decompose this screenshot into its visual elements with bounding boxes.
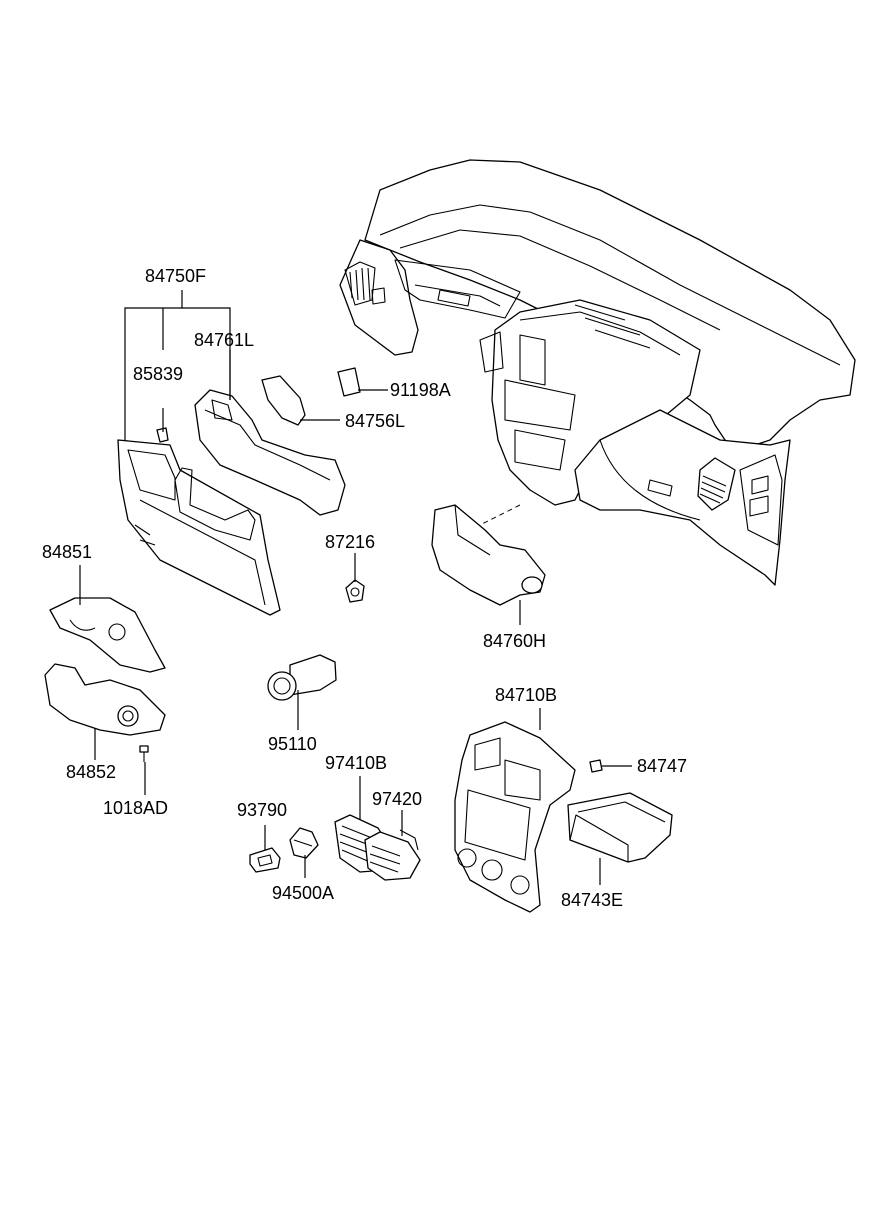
pad-91198A [337,367,361,397]
screw-1018AD [139,745,149,762]
label-94500A: 94500A [272,883,334,903]
label-97410B: 97410B [325,753,387,773]
label-91198A: 91198A [390,380,451,400]
crash-pad-assembly [339,159,856,586]
panel-84760H [431,504,546,606]
label-95110: 95110 [268,734,317,754]
clip-87216 [345,579,365,603]
label-84747: 84747 [637,756,687,776]
sensor-94500A [289,827,319,859]
shroud-upper-84851 [49,597,166,673]
part-labels: 84750F 84761L 85839 91198A 84756L 87216 … [42,266,687,910]
label-85839: 85839 [133,364,183,384]
cover-84756L [261,375,306,426]
label-93790: 93790 [237,800,287,820]
cigar-lighter-95110 [267,654,337,701]
shroud-lower-84852 [44,663,166,736]
center-fascia-84710B [454,721,576,913]
label-84851: 84851 [42,542,92,562]
label-84760H: 84760H [483,631,546,651]
label-84743E: 84743E [561,890,623,910]
label-84750F: 84750F [145,266,206,286]
label-84756L: 84756L [345,411,405,431]
label-84761L: 84761L [194,330,254,350]
label-84852: 84852 [66,762,116,782]
label-97420: 97420 [372,789,422,809]
pocket-84743E [567,792,673,863]
leader-lines [79,290,632,885]
label-87216: 87216 [325,532,375,552]
vent-97420 [364,829,421,881]
cover-84761L [194,389,346,516]
clip-84747 [589,759,603,773]
lower-crash-pad-panel [117,439,281,616]
switch-93790 [249,847,281,873]
label-84710B: 84710B [495,685,557,705]
label-1018AD: 1018AD [103,798,168,818]
